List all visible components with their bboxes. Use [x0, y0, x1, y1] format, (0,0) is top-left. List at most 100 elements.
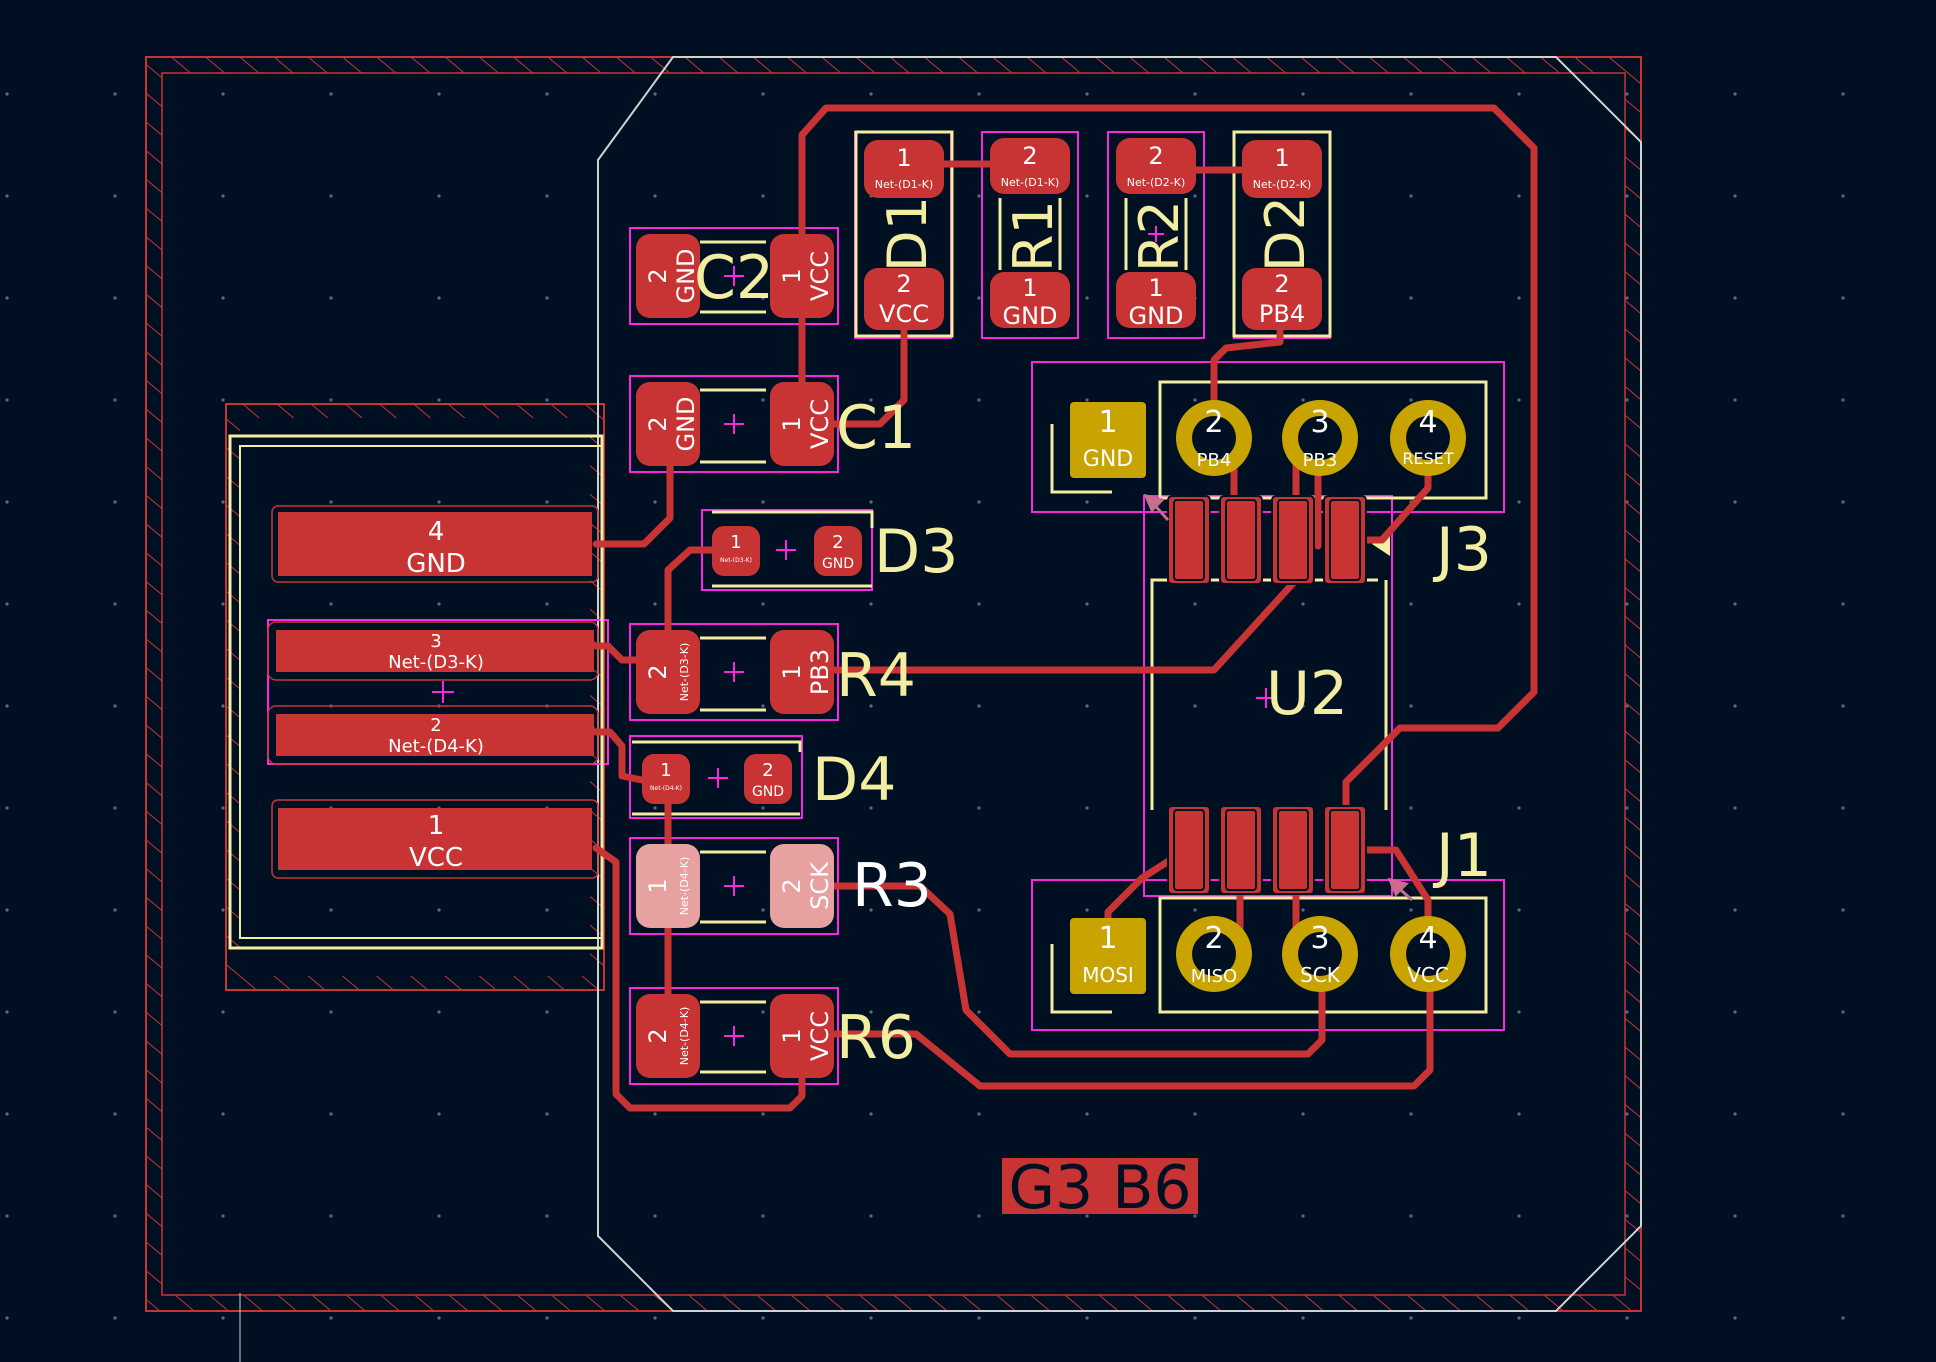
d2-pad-1 — [1242, 140, 1322, 198]
r1-pad-2-net: Net-(D1-K) — [1001, 176, 1060, 189]
d3-pad-1 — [712, 526, 760, 576]
ref-r3: R3 — [852, 851, 932, 921]
ref-d1: D1 — [876, 196, 939, 272]
d1-pad-1-num: 1 — [896, 144, 911, 172]
u2-pads — [1167, 495, 1367, 895]
j3-header — [1070, 400, 1466, 478]
connector-pad4-net: GND — [406, 549, 466, 579]
d3-pad-1-num: 1 — [730, 532, 741, 553]
r6-pad-1-label: 1VCC — [778, 1011, 834, 1061]
u2-pad-slots — [1173, 499, 1361, 891]
r4-pad-1-label: 1PB3 — [778, 649, 834, 695]
r4-pad-2 — [636, 630, 700, 714]
j1-pin-1-net: MOSI — [1082, 963, 1134, 987]
ref-j3: J3 — [1432, 515, 1492, 585]
ref-c1: C1 — [836, 393, 916, 463]
d4-pad-1-net: Net-(D4-K) — [650, 785, 682, 792]
r2-pad-2 — [1116, 138, 1196, 194]
j3-pin-1-num: 1 — [1098, 405, 1117, 440]
d1-pad-1 — [864, 140, 944, 198]
d4-pad-2-num: 2 — [762, 760, 773, 781]
j3-pin-2-net: PB4 — [1197, 450, 1232, 471]
ref-c2: C2 — [694, 243, 774, 313]
c2-pad-2 — [636, 234, 700, 318]
r1-pad-1 — [990, 272, 1070, 328]
ref-u2: U2 — [1266, 659, 1348, 729]
d3-pad-2-num: 2 — [832, 532, 843, 553]
silkscreen — [228, 130, 1488, 1074]
d3-pad-1-net: Net-(D3-K) — [720, 557, 752, 564]
ref-d4: D4 — [812, 745, 896, 815]
j1-header — [1070, 916, 1466, 994]
c2-pad-1 — [770, 234, 834, 318]
footprint-anchors — [708, 226, 1276, 1046]
r3-pad-2 — [770, 844, 834, 928]
r4-pad-1 — [770, 630, 834, 714]
d2-pad-2-net: PB4 — [1259, 300, 1305, 328]
ref-r4: R4 — [836, 641, 916, 711]
d1-pad-2-net: VCC — [879, 300, 929, 328]
c2-pad-1-label: 1VCC — [778, 251, 834, 301]
connector-pad1-net: VCC — [409, 843, 463, 873]
d2-pad-1-net: Net-(D2-K) — [1253, 178, 1312, 191]
r2-pad-1 — [1116, 272, 1196, 328]
j1-pin-4-num: 4 — [1418, 921, 1437, 956]
connector-pad1-num: 1 — [428, 811, 445, 841]
j1-pin-1-num: 1 — [1098, 921, 1117, 956]
j1-pin-3-num: 3 — [1310, 921, 1329, 956]
c1-pad-1 — [770, 382, 834, 466]
c2-pad-2-label: 2GND — [644, 248, 700, 303]
j1-pin-3-net: SCK — [1300, 963, 1341, 987]
r2-pad-1-net: GND — [1128, 302, 1183, 330]
d2-pad-2 — [1242, 268, 1322, 330]
r3-pad-2-label: 2SCK — [778, 861, 834, 910]
c1-pad-1-label: 1VCC — [778, 399, 834, 449]
j3-pin-labels: 1 GND 2 PB4 3 PB3 4 RESET — [1083, 405, 1454, 472]
d2-pad-2-num: 2 — [1274, 270, 1289, 298]
connector-pad-labels: 4 GND 3 Net-(D3-K) 2 Net-(D4-K) 1 VCC — [388, 517, 484, 873]
r1-pad-1-num: 1 — [1022, 274, 1037, 302]
r2-pad-2-num: 2 — [1148, 142, 1163, 170]
r3-pads — [636, 844, 834, 928]
j3-pin-4-num: 4 — [1418, 405, 1437, 440]
r1-pad-2-num: 2 — [1022, 142, 1037, 170]
j3-pin-3-num: 3 — [1310, 405, 1329, 440]
ref-r2: R2 — [1128, 200, 1191, 272]
d1-pad-2 — [864, 268, 944, 330]
smd-pads — [636, 138, 1322, 1078]
r6-pad-2 — [636, 994, 700, 1078]
connector-anchor — [432, 681, 454, 703]
r1-pad-1-net: GND — [1002, 302, 1057, 330]
d3-pad-2-net: GND — [822, 556, 854, 572]
j3-pin-2-num: 2 — [1204, 405, 1223, 440]
j1-pin-labels: 1 MOSI 2 MISO 3 SCK 4 VCC — [1082, 921, 1449, 987]
connector-pads — [267, 505, 599, 879]
r2-pad-2-net: Net-(D2-K) — [1127, 176, 1186, 189]
connector-pad2-num: 2 — [430, 715, 441, 736]
r3-pad-1 — [636, 844, 700, 928]
j1-pin-1-pad — [1070, 918, 1146, 994]
d4-pad-2-net: GND — [752, 784, 784, 800]
ref-r1: R1 — [1002, 200, 1065, 272]
connector-pad2-net: Net-(D4-K) — [388, 736, 484, 757]
board-label: G3 B6 — [1008, 1153, 1191, 1223]
vertical-pad-labels: 1 Net-(D1-K) 2 VCC 2 Net-(D1-K) 1 GND 2 … — [650, 142, 1311, 800]
j3-pin-3-net: PB3 — [1303, 450, 1338, 471]
d4-pad-2 — [744, 754, 792, 804]
j3-pin-4-net: RESET — [1402, 449, 1453, 468]
ref-d2: D2 — [1254, 196, 1317, 272]
j1-pin-4-net: VCC — [1407, 963, 1449, 987]
j3-pin-1-pad — [1070, 402, 1146, 478]
reference-designators: C2 C1 D3 R4 D4 R3 R6 J3 J1 U2 D1 R1 R2 D… — [694, 196, 1492, 1073]
d4-pad-1-num: 1 — [660, 760, 671, 781]
j3-pin-1-net: GND — [1083, 447, 1133, 472]
c1-pad-2 — [636, 382, 700, 466]
d3-pad-2 — [814, 526, 862, 576]
r6-pad-1 — [770, 994, 834, 1078]
d1-pad-1-net: Net-(D1-K) — [875, 178, 934, 191]
